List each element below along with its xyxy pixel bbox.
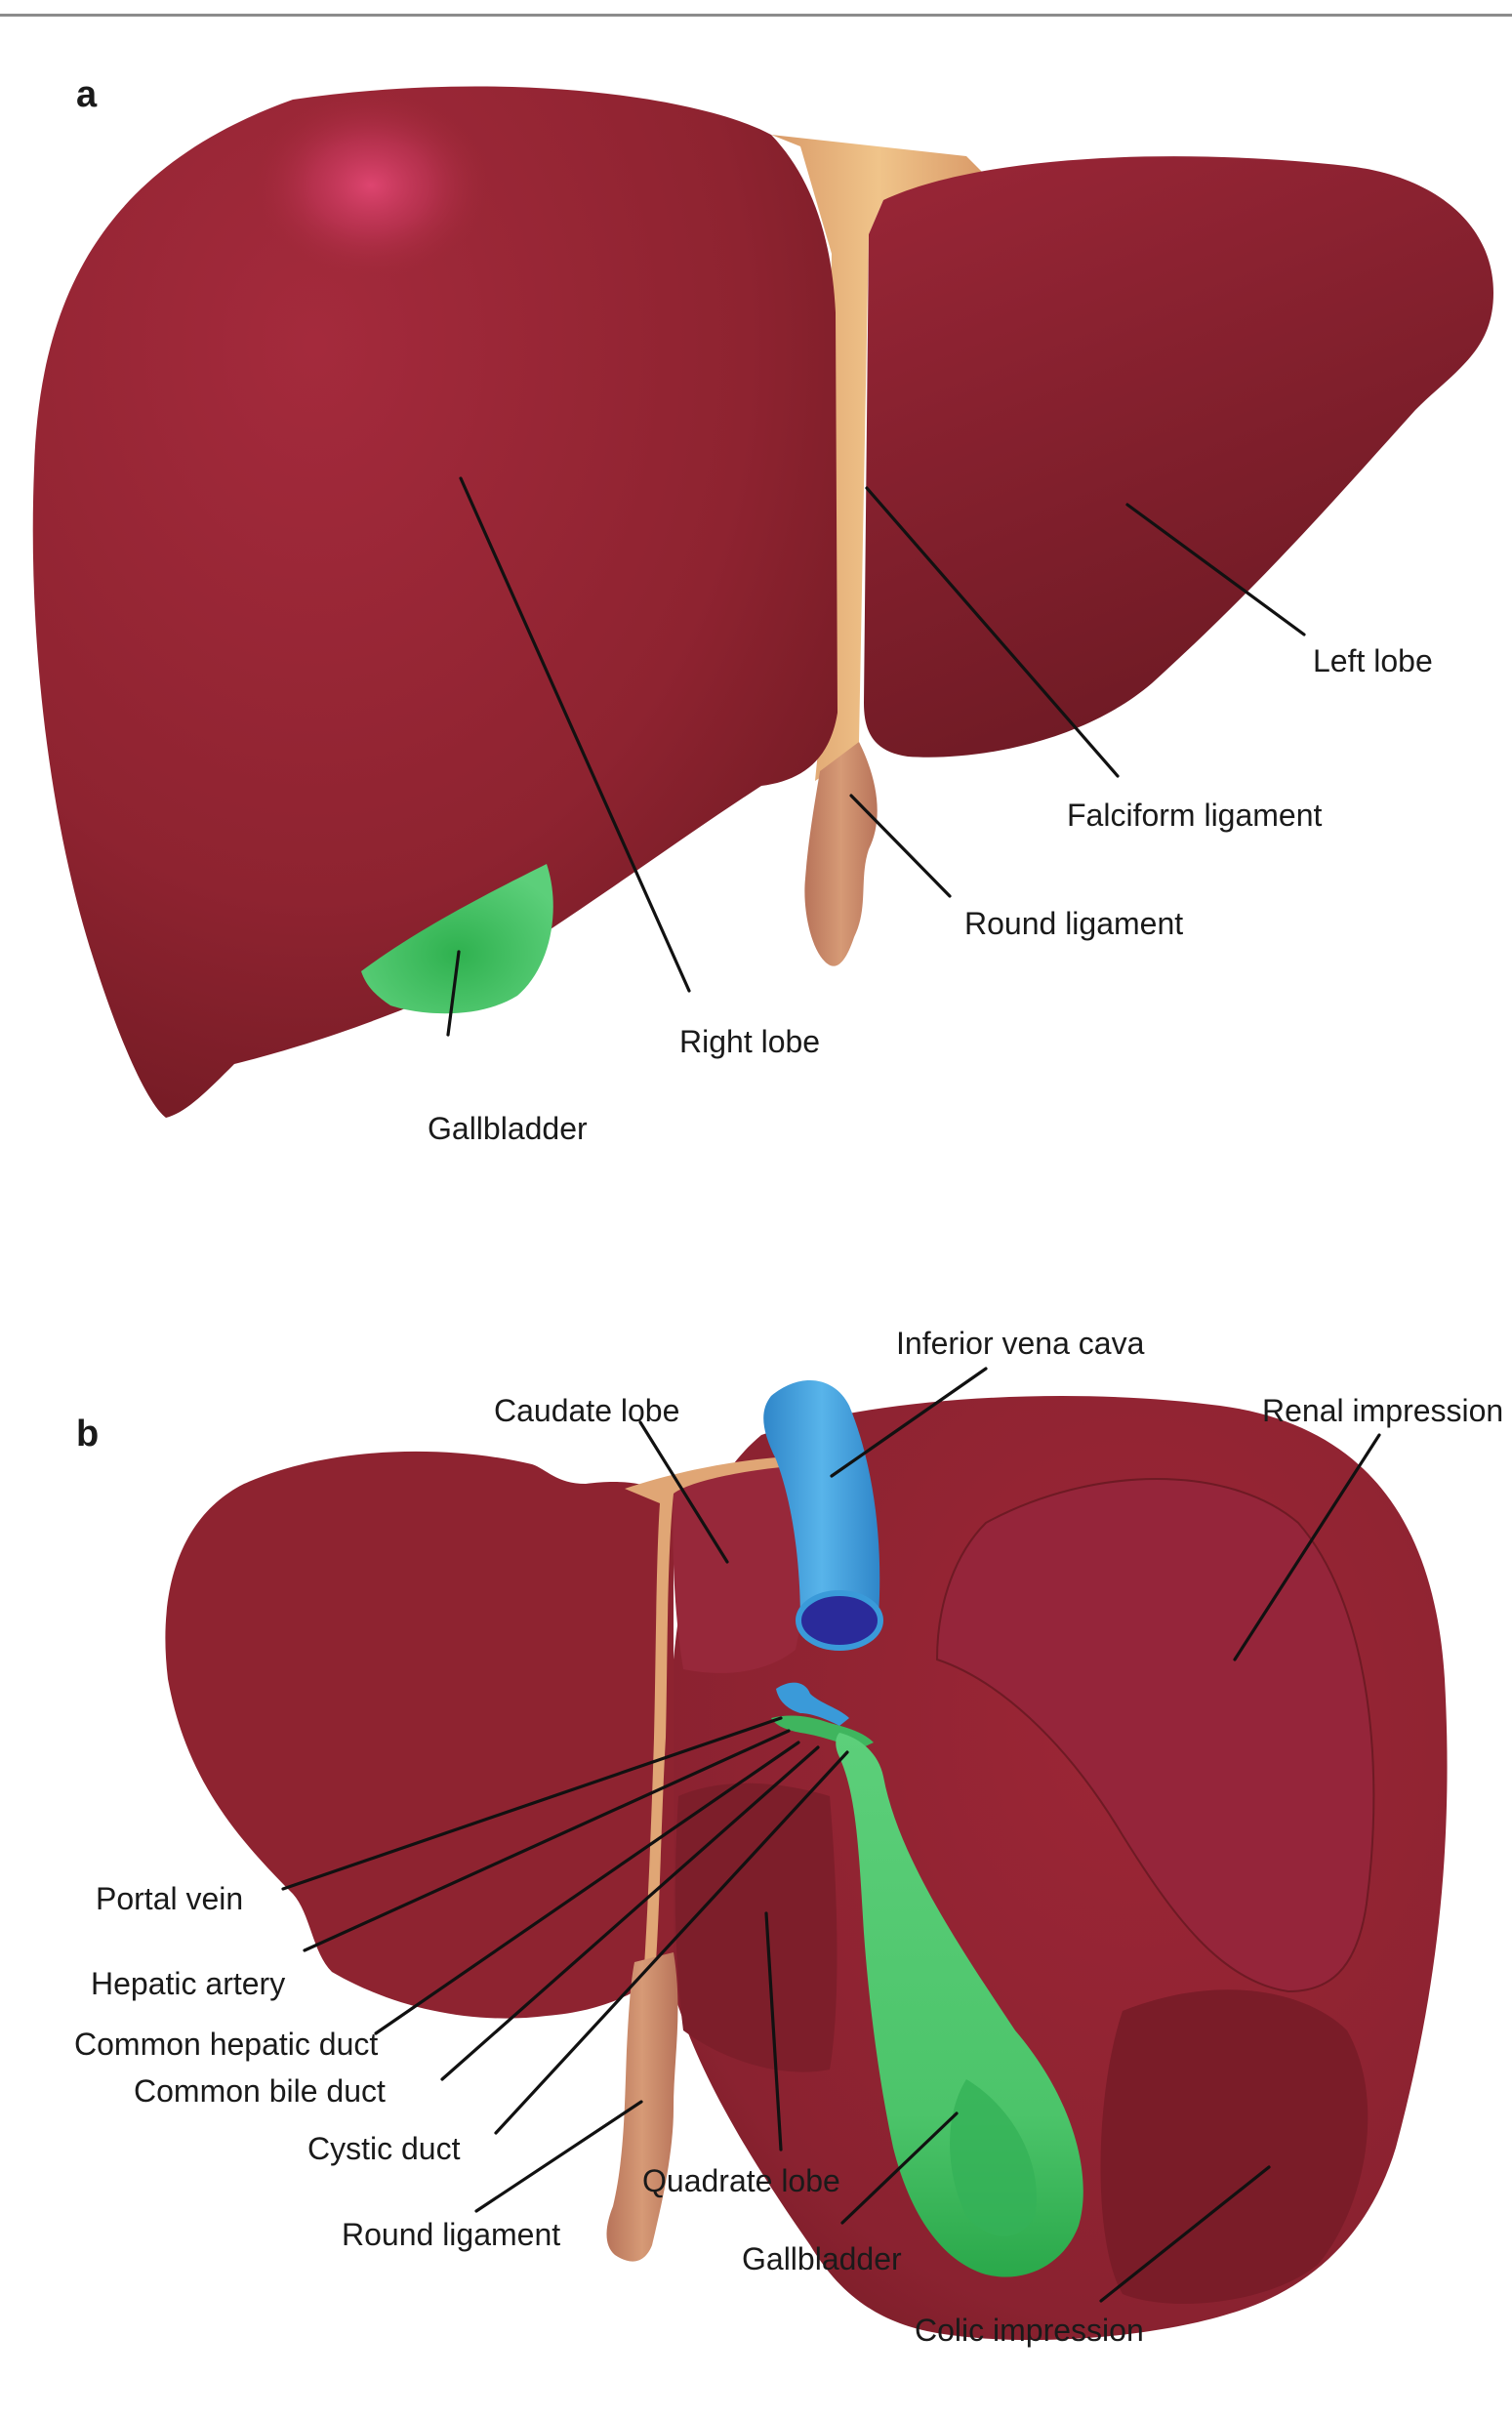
label-cystic-duct: Cystic duct (307, 2131, 461, 2166)
left-lobe-visceral-shape (165, 1451, 674, 2019)
leader-hepatic-artery (303, 1729, 791, 1952)
label-colic-impression: Colic impression (915, 2313, 1144, 2348)
panel-a-leaders (446, 476, 1306, 1037)
leader-falciform-ligament (865, 486, 1120, 778)
colic-impression-contour (1100, 1989, 1369, 2304)
panel-b-leaders (281, 1367, 1381, 2303)
panel-a-illustration (32, 86, 1493, 1119)
leader-renal-impression (1233, 1433, 1381, 1661)
label-common-bile-duct: Common bile duct (134, 2073, 386, 2109)
leader-cystic-duct (494, 1750, 849, 2135)
leader-round-ligament-b (474, 2100, 643, 2213)
leader-portal-vein (281, 1716, 783, 1891)
panel-a-letter: a (76, 74, 98, 115)
quadrate-lobe-shape (674, 1783, 838, 2072)
leader-round-ligament-a (849, 794, 952, 898)
leader-gallbladder-a (446, 950, 461, 1037)
leader-inferior-vena-cava (830, 1367, 988, 1478)
label-portal-vein: Portal vein (96, 1881, 243, 1916)
leader-common-bile-duct (440, 1745, 820, 2081)
inferior-vena-cava-tube (763, 1379, 880, 1620)
gallbladder-shape-a (361, 864, 553, 1014)
right-lobe-highlight (254, 93, 488, 278)
left-lobe-shape (864, 156, 1493, 758)
leader-right-lobe (459, 476, 691, 993)
label-left-lobe: Left lobe (1313, 643, 1433, 678)
top-rule (0, 14, 1512, 17)
label-common-hepatic-duct: Common hepatic duct (74, 2027, 378, 2062)
label-right-lobe: Right lobe (679, 1024, 820, 1059)
label-inferior-vena-cava: Inferior vena cava (896, 1326, 1145, 1361)
label-renal-impression: Renal impression (1262, 1393, 1503, 1428)
leader-caudate-lobe (638, 1420, 729, 1564)
right-lobe-shape (32, 86, 838, 1119)
label-hepatic-artery: Hepatic artery (91, 1966, 285, 2001)
leader-quadrate-lobe (764, 1911, 783, 2152)
round-ligament-shape-b (606, 1952, 678, 2262)
label-gallbladder-b: Gallbladder (742, 2241, 902, 2276)
leader-left-lobe (1125, 503, 1306, 636)
label-quadrate-lobe: Quadrate lobe (642, 2163, 840, 2198)
label-round-ligament-b: Round ligament (342, 2217, 560, 2252)
panel-b-letter: b (76, 1414, 100, 1455)
caudate-lobe-shape (673, 1460, 807, 1673)
portal-vein-shape (776, 1682, 849, 1726)
panel-a-labels: Left lobe Falciform ligament Round ligam… (428, 643, 1433, 1146)
label-round-ligament-a: Round ligament (964, 906, 1183, 941)
round-ligament-shape (804, 742, 878, 966)
label-gallbladder-a: Gallbladder (428, 1111, 588, 1146)
gallbladder-inner-shade (950, 2079, 1037, 2236)
fissure-ligament-band (625, 1456, 793, 1967)
label-caudate-lobe: Caudate lobe (494, 1393, 679, 1428)
leader-gallbladder-b (840, 2111, 959, 2225)
panel-b-labels: Inferior vena cava Caudate lobe Renal im… (74, 1326, 1503, 2348)
inferior-vena-cava-opening (796, 1590, 883, 1651)
leader-colic-impression (1099, 2165, 1271, 2303)
leader-common-hepatic-duct (374, 1741, 800, 2035)
label-falciform-ligament: Falciform ligament (1067, 798, 1323, 833)
renal-impression-contour (935, 1478, 1375, 1993)
